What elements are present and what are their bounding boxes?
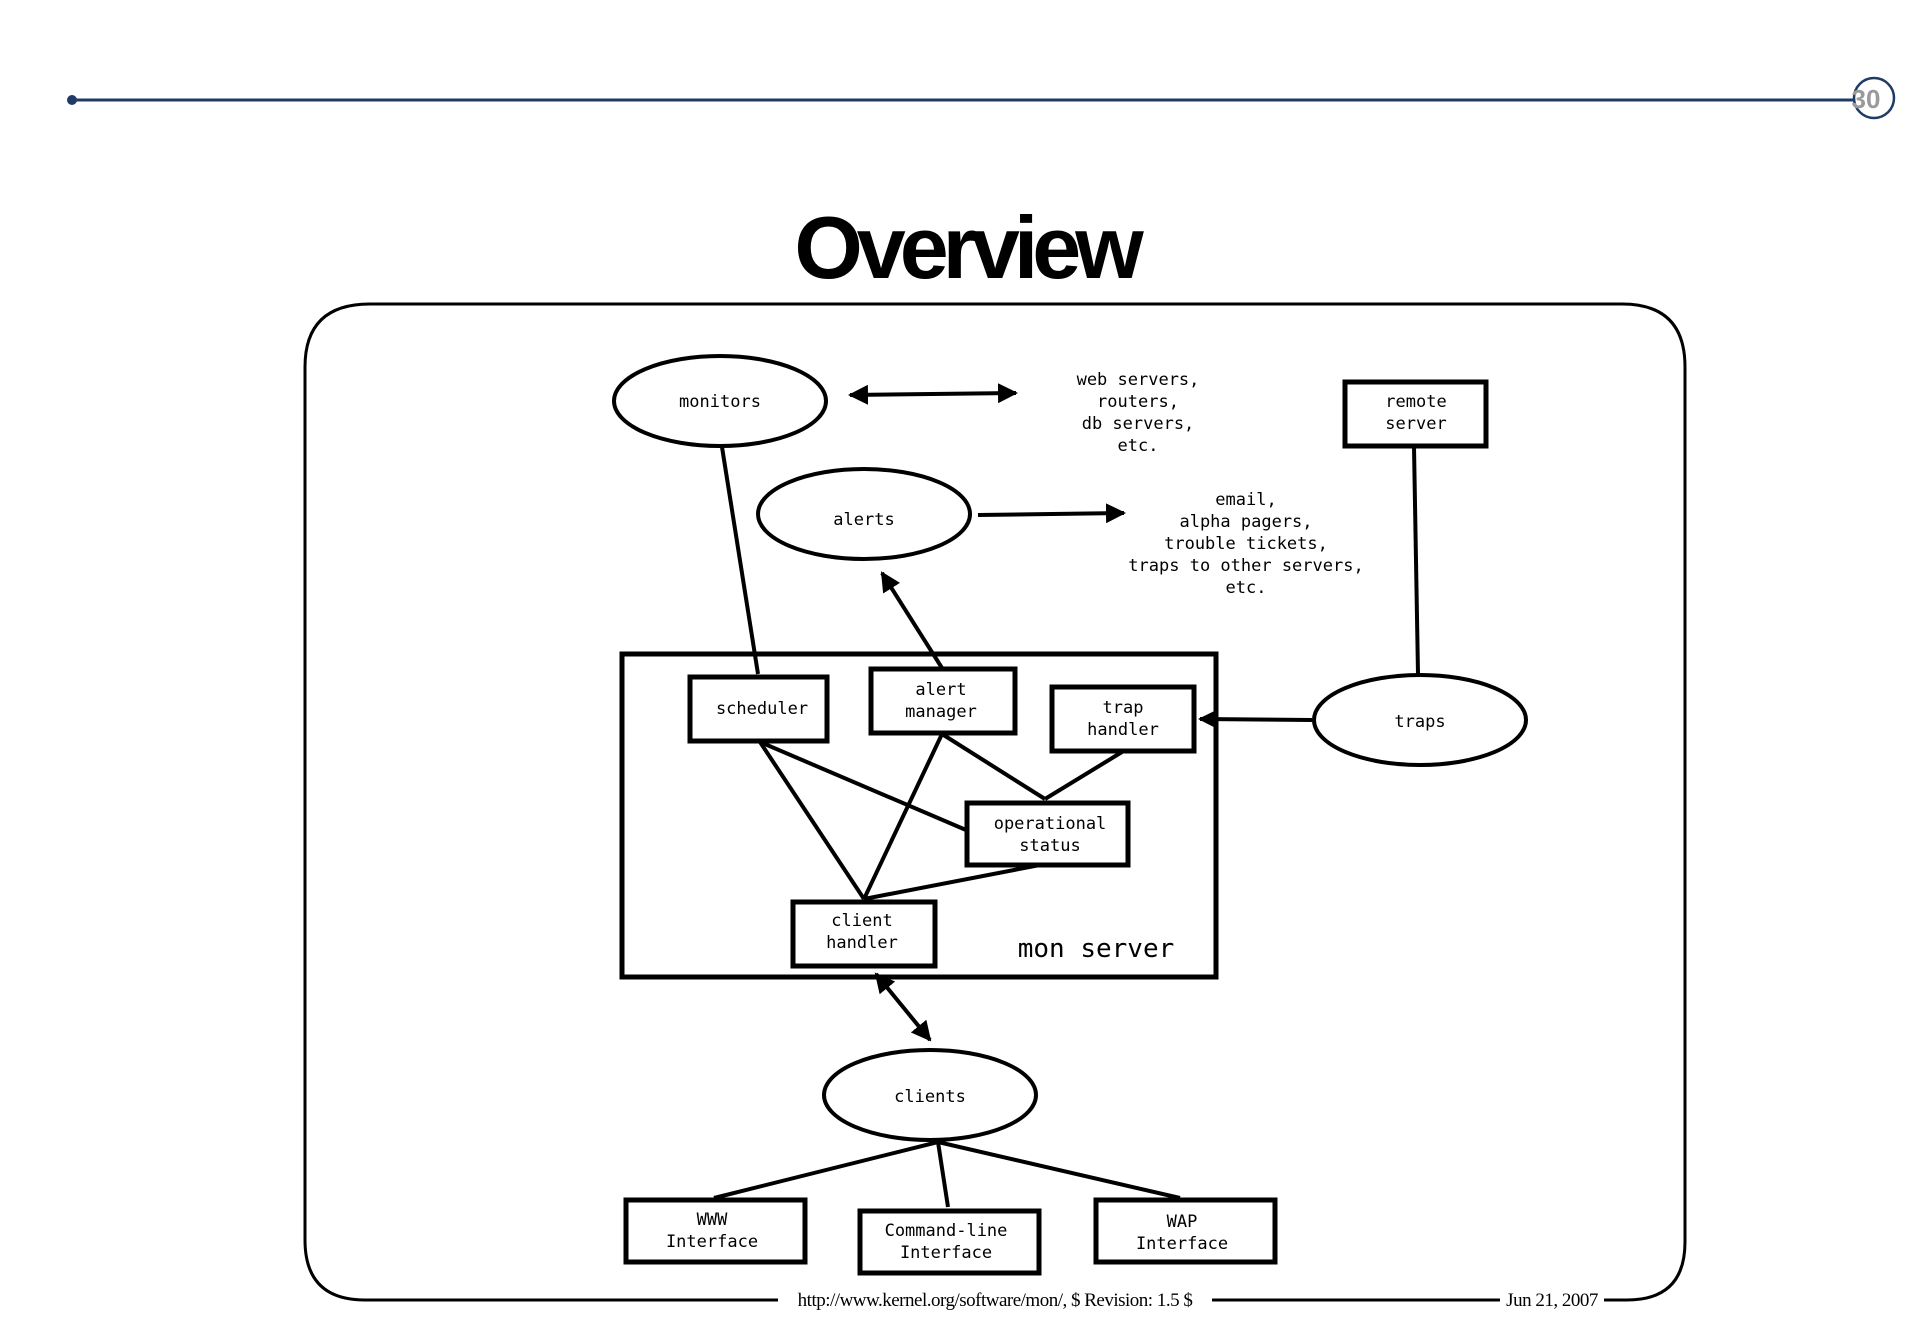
footer-date: Jun 21, 2007 <box>1506 1290 1598 1311</box>
arrow-monitors-targets <box>848 383 1018 405</box>
remote-server-label-1: remote <box>1385 392 1446 412</box>
traps-node <box>1312 673 1528 767</box>
footer-url: http://www.kernel.org/software/mon/, $ R… <box>798 1290 1193 1311</box>
edge-remote-traps <box>1412 446 1420 675</box>
alert-manager-label-2: manager <box>905 702 977 722</box>
node-labels: monitors alerts traps clients remote ser… <box>666 392 1447 1263</box>
alert-target-line-4: traps to other servers, <box>1128 556 1363 576</box>
trap-handler-label-2: handler <box>1087 720 1159 740</box>
mon-server-label: mon server <box>1018 934 1175 964</box>
www-interface-node <box>623 1197 808 1265</box>
operational-status-label-1: operational <box>994 814 1107 834</box>
client-handler-label-2: handler <box>826 933 898 953</box>
alert-target-line-5: etc. <box>1226 578 1267 598</box>
trap-handler-node <box>1049 684 1197 754</box>
wap-interface-label-2: Interface <box>1136 1234 1228 1254</box>
edge-clients-cli <box>936 1141 950 1208</box>
monitored-target-line-3: db servers, <box>1082 414 1195 434</box>
header-rule <box>67 95 1856 105</box>
scheduler-label: scheduler <box>716 699 808 719</box>
alerts-node <box>756 467 972 561</box>
wap-interface-node <box>1093 1197 1278 1265</box>
connectors <box>713 383 1420 1208</box>
monitored-target-line-2: routers, <box>1097 392 1179 412</box>
clients-label: clients <box>894 1087 966 1107</box>
arrow-client-clients <box>874 972 932 1042</box>
www-interface-label-2: Interface <box>666 1232 758 1252</box>
www-interface-label-1: WWW <box>697 1210 728 1230</box>
operational-status-label-2: status <box>1019 836 1080 856</box>
edge-monitors-scheduler <box>720 446 760 675</box>
edge-scheduler-client <box>758 740 866 901</box>
cli-interface-node <box>857 1208 1042 1276</box>
clients-node <box>822 1048 1038 1142</box>
cli-interface-label-2: Interface <box>900 1243 992 1263</box>
operational-status-node <box>964 800 1131 868</box>
diagram-frame <box>303 302 1687 1302</box>
monitored-target-line-1: web servers, <box>1077 370 1200 390</box>
remote-server-label-2: server <box>1385 414 1446 434</box>
alerts-label: alerts <box>833 510 894 530</box>
monitors-node <box>612 354 828 448</box>
client-handler-node <box>790 899 938 969</box>
page-title: Overview <box>794 198 1144 297</box>
trap-handler-label-1: trap <box>1103 698 1144 718</box>
edge-clients-www <box>713 1140 939 1200</box>
arrow-traps-traphandler <box>1198 709 1313 730</box>
alert-target-line-3: trouble tickets, <box>1164 534 1328 554</box>
monitored-target-line-4: etc. <box>1118 436 1159 456</box>
monitored-targets-text: web servers, routers, db servers, etc. <box>1077 370 1200 456</box>
ellipse-nodes <box>612 354 1528 1142</box>
alert-target-line-2: alpha pagers, <box>1179 512 1312 532</box>
monitors-label: monitors <box>679 392 761 412</box>
edge-clients-wap <box>937 1140 1181 1200</box>
page-number-badge: 30 <box>1852 76 1896 120</box>
traps-label: traps <box>1394 712 1445 732</box>
page-number: 30 <box>1852 84 1881 114</box>
scheduler-node <box>687 674 830 744</box>
mon-server-box <box>619 651 1219 980</box>
edge-traphandler-status <box>1043 750 1124 801</box>
remote-server-node <box>1342 379 1489 449</box>
alert-target-line-1: email, <box>1215 490 1276 510</box>
alert-targets-text: email, alpha pagers, trouble tickets, tr… <box>1128 490 1363 598</box>
wap-interface-label-1: WAP <box>1167 1212 1198 1232</box>
edge-alertmgr-status <box>940 732 1047 801</box>
box-nodes <box>623 379 1489 1276</box>
edge-scheduler-status <box>759 740 967 832</box>
arrow-alerts-targets <box>977 503 1126 524</box>
cli-interface-label-1: Command-line <box>885 1221 1008 1241</box>
edge-alertmgr-client <box>862 733 944 900</box>
alert-manager-node <box>868 666 1018 736</box>
client-handler-label-1: client <box>831 911 892 931</box>
alert-manager-label-1: alert <box>915 680 966 700</box>
edge-status-client <box>863 862 1046 901</box>
